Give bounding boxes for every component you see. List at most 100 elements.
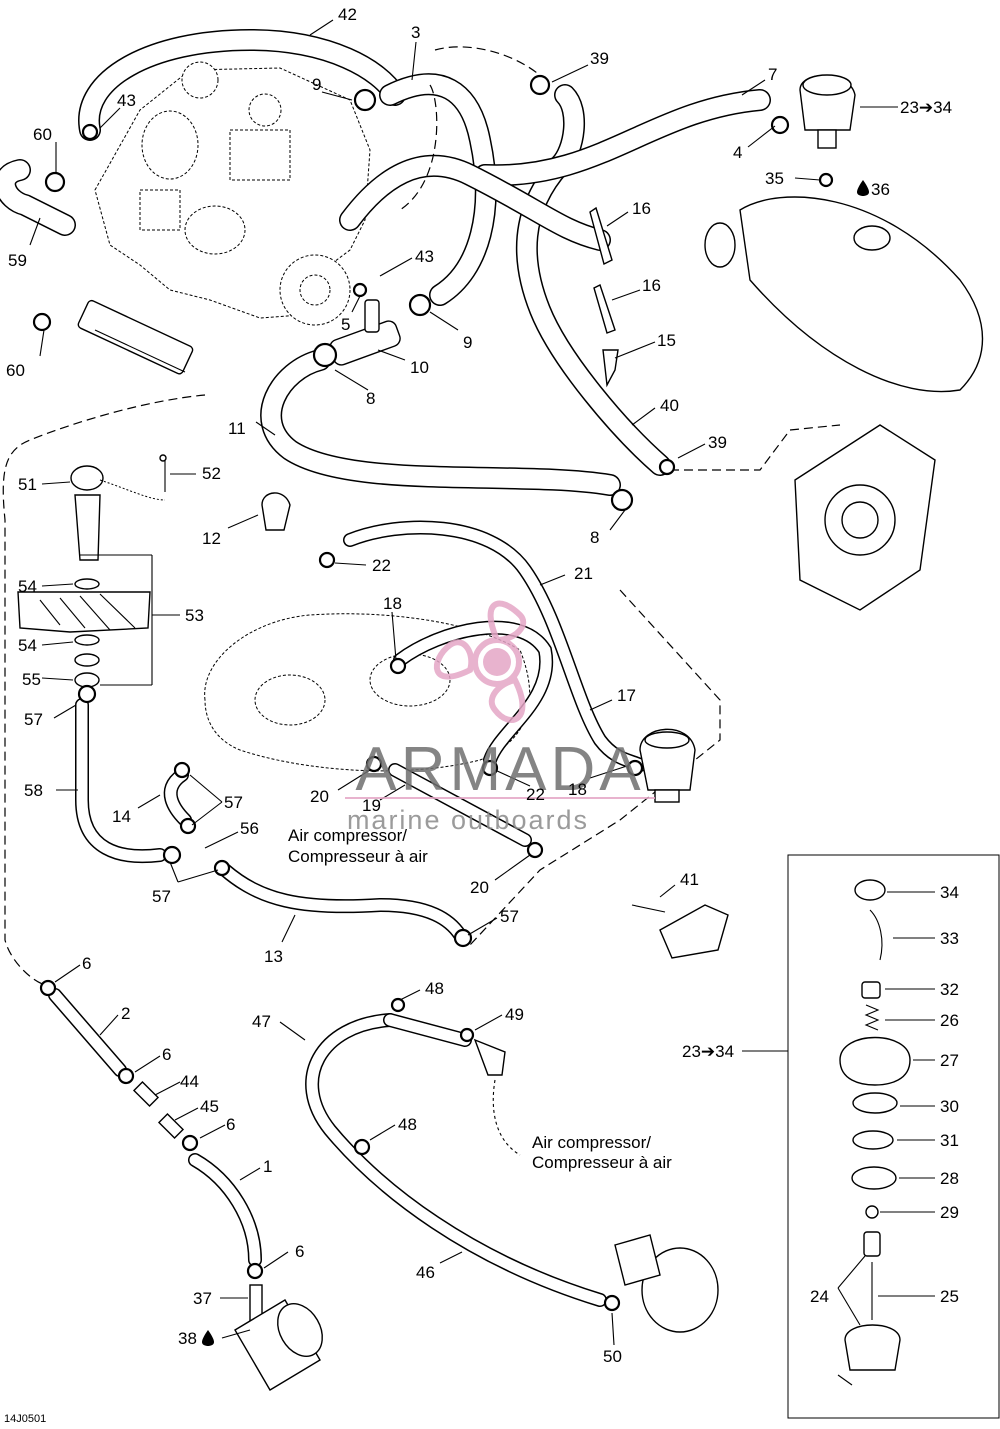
drop-icons xyxy=(202,180,869,1346)
callout-39: 39 xyxy=(590,49,609,68)
callout-6: 6 xyxy=(162,1045,171,1064)
callout-37: 37 xyxy=(193,1289,212,1308)
callout-54: 54 xyxy=(18,636,37,655)
inset-callout-33: 33 xyxy=(940,929,959,948)
watermark: ARMADA marine outboards xyxy=(345,600,655,835)
callout-23-34: 23➔34 xyxy=(900,98,952,117)
inset-callout-29: 29 xyxy=(940,1203,959,1222)
callout-43: 43 xyxy=(415,247,434,266)
callout-49: 49 xyxy=(505,1005,524,1024)
callout-57: 57 xyxy=(500,907,519,926)
callout-47: 47 xyxy=(252,1012,271,1031)
callout-17: 17 xyxy=(617,686,636,705)
engine-block xyxy=(94,61,371,326)
leader-lines xyxy=(29,19,935,1346)
callout-6: 6 xyxy=(82,954,91,973)
caption-air-compressor-2-en: Air compressor/ xyxy=(532,1133,651,1152)
callout-56: 56 xyxy=(240,819,259,838)
inset-callout-24: 24 xyxy=(810,1287,829,1306)
watermark-tagline: marine outboards xyxy=(347,805,589,835)
callout-2: 2 xyxy=(121,1004,130,1023)
callout-18: 18 xyxy=(383,594,402,613)
callout-50: 50 xyxy=(603,1347,622,1366)
hoses-lower-left xyxy=(48,988,262,1267)
callout-51: 51 xyxy=(18,475,37,494)
air-filter xyxy=(614,1234,719,1333)
callout-58: 58 xyxy=(24,781,43,800)
callout-48: 48 xyxy=(398,1115,417,1134)
callout-16: 16 xyxy=(632,199,651,218)
callout-18: 18 xyxy=(568,780,587,799)
exhaust-plate xyxy=(794,424,936,611)
callout-54: 54 xyxy=(18,577,37,596)
callout-42: 42 xyxy=(338,5,357,24)
callout-44: 44 xyxy=(180,1072,199,1091)
watermark-brand: ARMADA xyxy=(355,735,644,804)
callout-60: 60 xyxy=(6,361,25,380)
inset-callout-32: 32 xyxy=(940,980,959,999)
clamps xyxy=(32,74,834,1312)
callout-6: 6 xyxy=(295,1242,304,1261)
drop-38-icon xyxy=(202,1330,214,1346)
callout-5: 5 xyxy=(341,315,350,334)
small-reservoir xyxy=(639,728,696,803)
callout-3: 3 xyxy=(411,23,420,42)
callout-52: 52 xyxy=(202,464,221,483)
callout-14: 14 xyxy=(112,807,131,826)
callout-11: 11 xyxy=(228,419,246,438)
callout-6: 6 xyxy=(226,1115,235,1134)
inset-callout-34: 34 xyxy=(940,883,959,902)
callout-36: 36 xyxy=(871,180,890,199)
callout-21: 21 xyxy=(574,564,593,583)
callout-1: 1 xyxy=(263,1157,272,1176)
inset-cap xyxy=(854,879,886,901)
outlet-nozzle xyxy=(234,1284,323,1391)
callout-12: 12 xyxy=(202,529,221,548)
callout-38: 38 xyxy=(178,1329,197,1348)
inset-callouts: 23➔34 34 33 32 26 27 30 31 28 29 24 25 xyxy=(682,883,959,1306)
callout-57: 57 xyxy=(152,887,171,906)
callout-13: 13 xyxy=(264,947,283,966)
callout-16: 16 xyxy=(642,276,661,295)
callout-41: 41 xyxy=(680,870,699,889)
callout-53: 53 xyxy=(185,606,204,625)
inset-callout-27: 27 xyxy=(940,1051,959,1070)
callout-19: 19 xyxy=(362,796,381,815)
callout-60: 60 xyxy=(33,125,52,144)
callout-48: 48 xyxy=(425,979,444,998)
caption-air-compressor-2-fr: Compresseur à air xyxy=(532,1153,672,1172)
callout-55: 55 xyxy=(22,670,41,689)
inset-box xyxy=(742,854,1000,1419)
callout-15: 15 xyxy=(657,331,676,350)
callouts: 42 3 39 7 23➔34 9 43 60 4 35 36 16 16 15… xyxy=(6,5,952,1366)
inset-reference-label: 23➔34 xyxy=(682,1042,734,1061)
inset-callout-30: 30 xyxy=(940,1097,959,1116)
callout-20: 20 xyxy=(310,787,329,806)
caption-air-compressor-1-en: Air compressor/ xyxy=(288,826,407,845)
inset-callout-28: 28 xyxy=(940,1169,959,1188)
inset-callout-31: 31 xyxy=(940,1131,959,1150)
callout-57: 57 xyxy=(24,710,43,729)
callout-4: 4 xyxy=(733,143,742,162)
hoses-middle xyxy=(75,520,647,942)
callout-59: 59 xyxy=(8,251,27,270)
drop-36-icon xyxy=(857,180,869,196)
caption-air-compressor-1-fr: Compresseur à air xyxy=(288,847,428,866)
loop-hose xyxy=(305,1013,607,1307)
callout-40: 40 xyxy=(660,396,679,415)
callout-20: 20 xyxy=(470,878,489,897)
bracket xyxy=(631,904,729,959)
callout-7: 7 xyxy=(768,65,777,84)
coolant-reservoir xyxy=(799,74,856,149)
callout-57: 57 xyxy=(224,793,243,812)
callout-39: 39 xyxy=(708,433,727,452)
figure-code: 14J0501 xyxy=(4,1413,46,1425)
cable-ties xyxy=(261,206,619,531)
fuel-rail xyxy=(77,299,194,375)
callout-8: 8 xyxy=(590,528,599,547)
propeller-logo-icon xyxy=(433,600,527,723)
hoses-top xyxy=(0,29,771,496)
callout-22: 22 xyxy=(526,785,545,804)
callout-45: 45 xyxy=(200,1097,219,1116)
